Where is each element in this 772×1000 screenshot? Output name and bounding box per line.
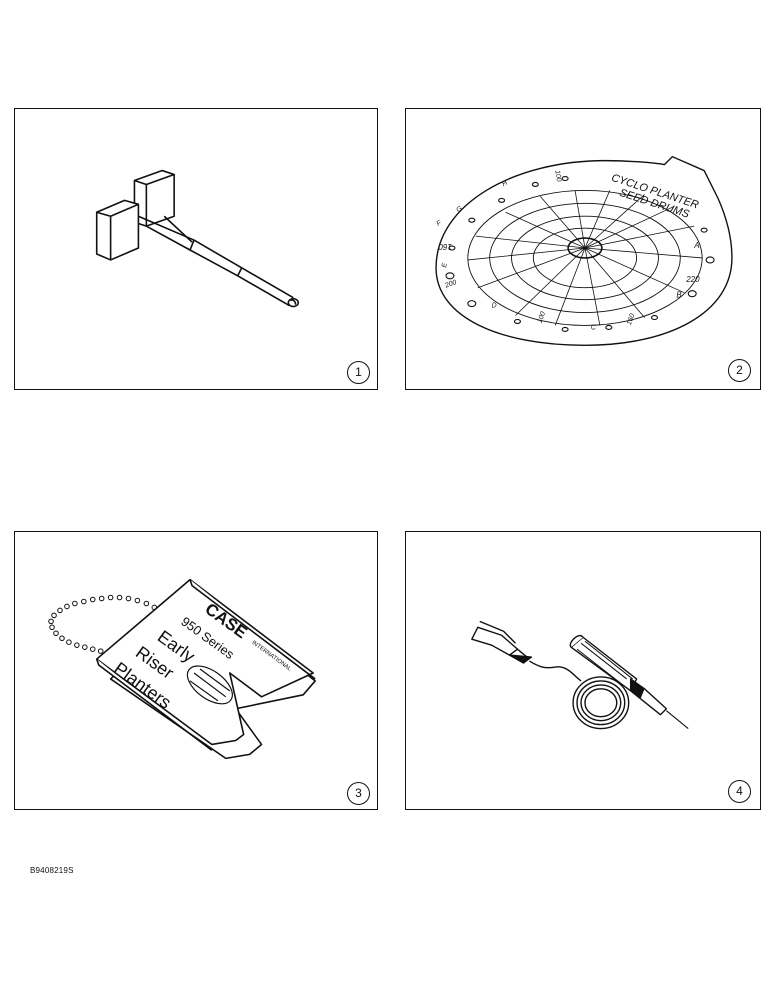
drum-mark-h: H [501,179,510,188]
figure-4-panel: 4 [405,531,761,810]
figure-3-panel: CASE INTERNATIONAL 950 Series Early Rise… [14,531,378,810]
case-logo-icon [186,665,233,705]
terminal-tool-icon [95,169,300,308]
drum-mark-f: F [436,219,444,228]
figure-number-badge: 3 [347,782,370,805]
drum-mark-160-bottom: 160 [626,313,637,326]
drum-mark-100-top: 100 [553,170,562,183]
figure-number-badge: 2 [728,359,751,382]
drum-mark-d: D [492,303,497,310]
drum-mark-200: 200 [443,279,457,290]
drum-mark-a: A [693,241,699,250]
seed-drum-chart-icon: CYCLO PLANTER SEED DRUMS A 220 B 160 C 1… [435,155,733,347]
figure-2-panel: CYCLO PLANTER SEED DRUMS A 220 B 160 C 1… [405,108,761,390]
drum-mark-160-left: 160 [438,242,452,251]
document-code: B9408219S [30,866,74,875]
drum-mark-g: G [455,205,464,214]
figure-number-badge: 1 [347,361,370,384]
drum-mark-c: C [591,324,597,331]
figure-1-panel: 1 [14,108,378,390]
test-light-icon [471,620,689,730]
tag-gauge-icon: CASE INTERNATIONAL 950 Series Early Rise… [48,578,316,760]
drum-mark-100: 100 [537,311,548,324]
drum-mark-e: E [441,262,449,268]
drum-mark-220: 220 [685,275,700,284]
drum-mark-b: B [676,291,682,300]
figure-number-badge: 4 [728,780,751,803]
